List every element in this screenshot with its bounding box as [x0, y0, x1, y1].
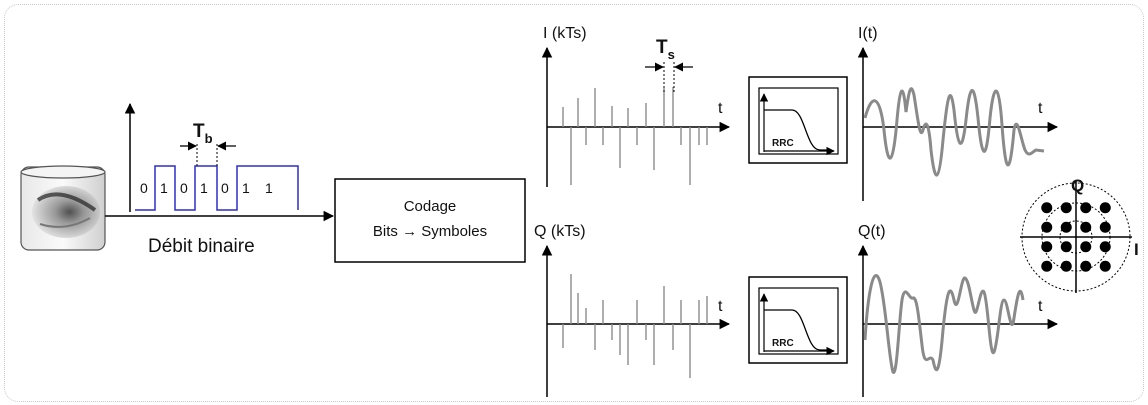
- bit-label: 1: [200, 180, 208, 196]
- bit-period-label: Tb: [193, 121, 213, 146]
- bit-label: 1: [242, 180, 250, 196]
- q-plot-time-label: t: [718, 298, 723, 315]
- i-signal-axis-label: I(t): [858, 25, 878, 42]
- constellation-point: [1060, 260, 1072, 272]
- i-rrc-filter: RRC: [748, 76, 848, 164]
- constellation-point: [1080, 202, 1092, 214]
- constellation-diagram: Q I: [1020, 176, 1139, 293]
- i-plot-time-label: t: [718, 100, 723, 117]
- q-rrc-filter: RRC: [748, 276, 848, 364]
- i-impulses: [562, 87, 708, 185]
- i-signal-plot: [857, 46, 1059, 201]
- constellation-point: [1080, 221, 1092, 233]
- constellation-point: [1041, 260, 1053, 272]
- constellation-i-label: I: [1134, 240, 1139, 259]
- i-plot-axis-label: I (kTs): [543, 25, 587, 42]
- constellation-point: [1060, 241, 1072, 253]
- constellation-point: [1099, 241, 1111, 253]
- q-signal-time-label: t: [1038, 298, 1043, 315]
- bit-label: 1: [160, 180, 168, 196]
- constellation-point: [1041, 202, 1053, 214]
- q-rrc-label: RRC: [772, 338, 794, 349]
- i-impulse-plot: Ts: [541, 37, 731, 187]
- encoder-line2: Bits → Symboles: [373, 223, 487, 240]
- constellation-point: [1080, 260, 1092, 272]
- constellation-point: [1041, 241, 1053, 253]
- bit-rate-label: Débit binaire: [148, 236, 255, 257]
- q-plot-axis-label: Q (kTs): [534, 223, 586, 240]
- symbol-period-label: Ts: [656, 37, 675, 62]
- q-impulse-plot: [541, 244, 731, 397]
- data-source-disk: [20, 165, 106, 251]
- encoder-line1: Codage: [404, 198, 457, 215]
- q-impulses: [562, 274, 708, 378]
- i-signal-time-label: t: [1038, 100, 1043, 117]
- bits-waveform: [135, 165, 299, 211]
- constellation-point: [1060, 202, 1072, 214]
- constellation-point: [1099, 202, 1111, 214]
- bit-label: 0: [140, 180, 148, 196]
- i-signal-waveform: [863, 87, 1045, 177]
- constellation-point: [1041, 221, 1053, 233]
- q-signal-plot: [857, 244, 1059, 397]
- i-rrc-label: RRC: [772, 138, 794, 149]
- bit-label: 1: [265, 180, 273, 196]
- constellation-point: [1080, 241, 1092, 253]
- q-signal-waveform: [863, 274, 1025, 374]
- encoder-block: Codage Bits → Symboles: [334, 178, 526, 263]
- constellation-points: [1041, 202, 1111, 272]
- diagram-frame: [4, 4, 1144, 402]
- constellation-point: [1099, 260, 1111, 272]
- constellation-point: [1060, 221, 1072, 233]
- constellation-q-label: Q: [1071, 176, 1084, 195]
- bit-label: 0: [180, 180, 188, 196]
- q-signal-axis-label: Q(t): [858, 223, 886, 240]
- constellation-point: [1099, 221, 1111, 233]
- bit-label: 0: [221, 180, 229, 196]
